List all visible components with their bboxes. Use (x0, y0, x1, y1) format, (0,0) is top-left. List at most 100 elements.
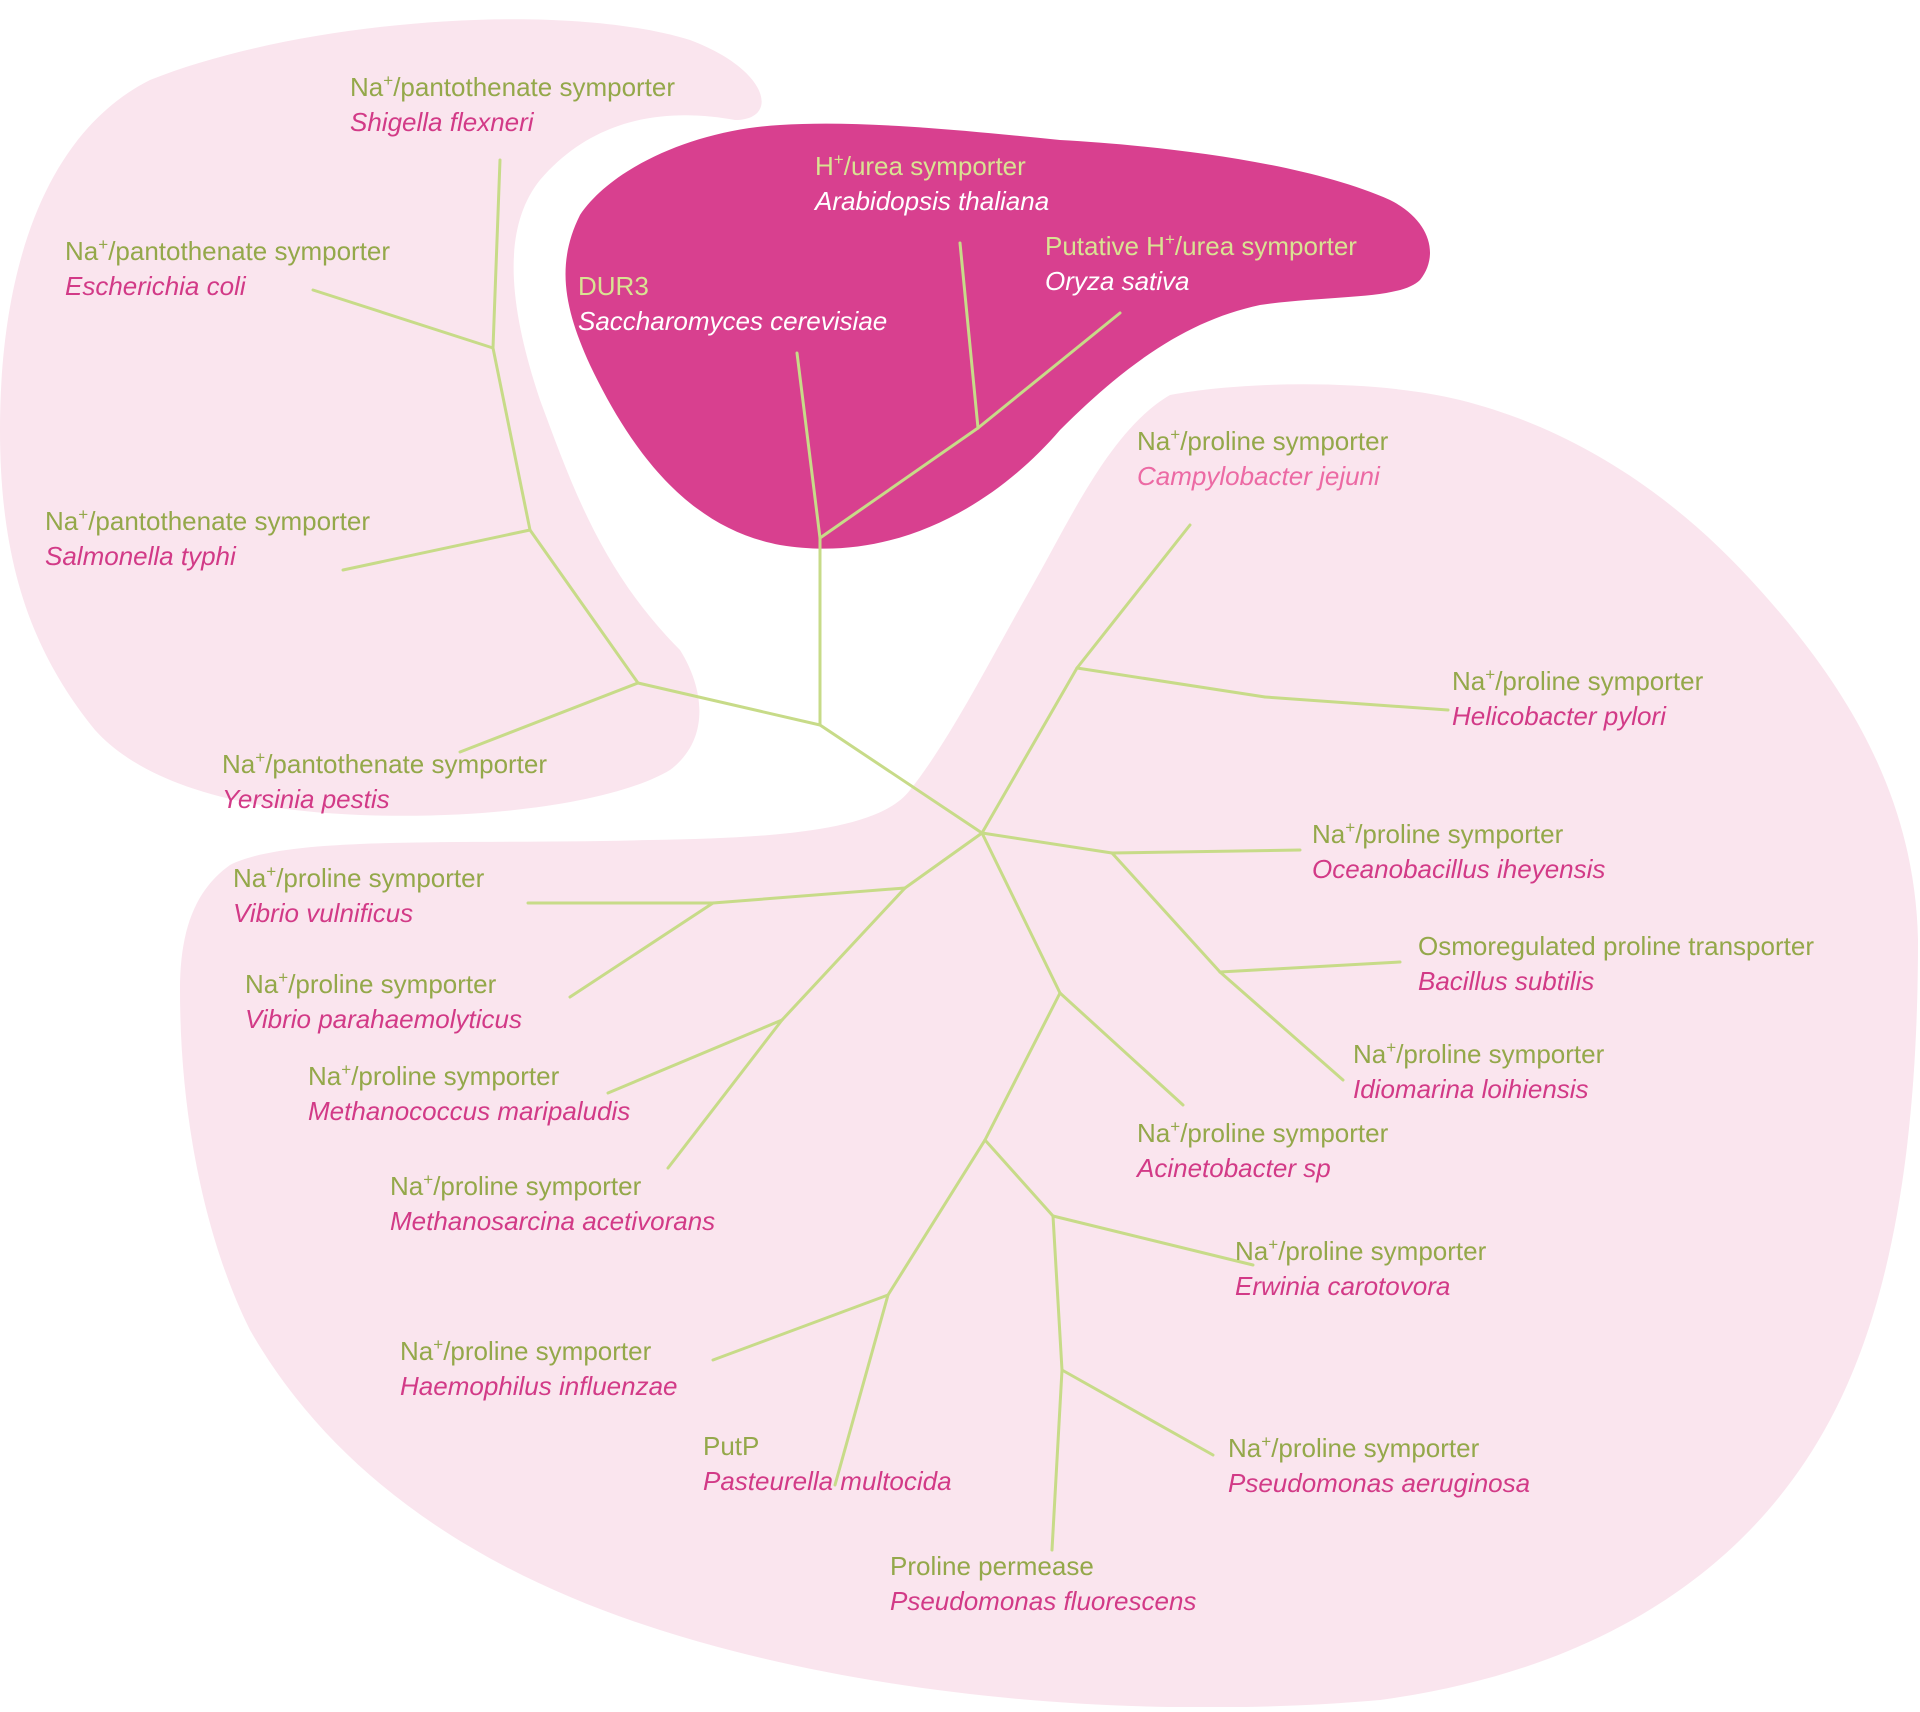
protein-name: Na (1235, 1236, 1269, 1266)
protein-function: /pantothenate symporter (108, 236, 390, 266)
protein-name: H (815, 151, 834, 181)
tree-branch (903, 831, 984, 890)
protein-label: Putative H+/urea symporter (1045, 230, 1357, 261)
ion-superscript: + (278, 968, 288, 987)
tree-branch (666, 1018, 784, 1170)
tree-branch (311, 288, 495, 350)
ion-superscript: + (266, 862, 276, 881)
species-label: Oceanobacillus iheyensis (1312, 854, 1605, 884)
tree-branch (1110, 851, 1222, 974)
tree-branch (636, 681, 822, 727)
tree-branch (795, 351, 822, 540)
protein-name: Na (1353, 1039, 1387, 1069)
protein-name: Na (400, 1336, 434, 1366)
species-label: Pseudomonas aeruginosa (1228, 1468, 1530, 1498)
tree-branch (1051, 1214, 1255, 1267)
protein-function: /urea symporter (1175, 231, 1357, 261)
protein-function: /proline symporter (351, 1061, 559, 1091)
ion-superscript: + (1485, 665, 1495, 684)
tree-branch (491, 158, 502, 350)
ion-superscript: + (1170, 425, 1180, 444)
tree-branch (886, 1138, 987, 1297)
protein-function: /urea symporter (844, 151, 1026, 181)
species-label: Methanococcus maripaludis (308, 1096, 630, 1126)
protein-name: Na (390, 1171, 424, 1201)
protein-label: Osmoregulated proline transporter (1418, 931, 1814, 961)
protein-label: Na+/proline symporter (308, 1060, 560, 1091)
protein-label: Na+/proline symporter (1228, 1432, 1480, 1463)
tree-branch (1075, 666, 1267, 699)
species-label: Vibrio vulnificus (233, 898, 413, 928)
species-label: Haemophilus influenzae (400, 1371, 678, 1401)
protein-label: Na+/proline symporter (1137, 1117, 1389, 1148)
protein-label: Proline permease (890, 1551, 1094, 1581)
ion-superscript: + (423, 1170, 433, 1189)
protein-function: /proline symporter (1396, 1039, 1604, 1069)
protein-label: DUR3 (578, 271, 649, 301)
protein-label: Na+/proline symporter (245, 968, 497, 999)
protein-name: Na (1137, 1118, 1171, 1148)
species-label: Shigella flexneri (350, 107, 535, 137)
tree-branch (1110, 848, 1302, 855)
protein-name: Na (245, 969, 279, 999)
protein-function: /proline symporter (1271, 1433, 1479, 1463)
tree-branch (1218, 960, 1402, 974)
species-label: Vibrio parahaemolyticus (245, 1004, 522, 1034)
protein-name: Na (65, 236, 99, 266)
tree-branch (818, 426, 980, 540)
species-label: Campylobacter jejuni (1137, 461, 1381, 491)
species-label: Erwinia carotovora (1235, 1271, 1450, 1301)
protein-function: /proline symporter (443, 1336, 651, 1366)
ion-superscript: + (433, 1335, 443, 1354)
protein-name: Na (1452, 666, 1486, 696)
tree-branch (983, 1138, 1055, 1218)
protein-function: /proline symporter (276, 863, 484, 893)
ion-superscript: + (255, 748, 265, 767)
ion-superscript: + (78, 505, 88, 524)
species-label: Oryza sativa (1045, 266, 1190, 296)
cluster-backgrounds (0, 19, 1918, 1708)
species-label: Yersinia pestis (222, 784, 390, 814)
species-label: Escherichia coli (65, 271, 247, 301)
protein-name: Na (45, 506, 79, 536)
tree-branch (1218, 970, 1345, 1082)
tree-branch (1263, 695, 1450, 712)
tree-branch (491, 346, 532, 532)
tree-branch (976, 311, 1122, 430)
ion-superscript: + (1165, 230, 1175, 249)
ion-superscript: + (1170, 1117, 1180, 1136)
species-label: Salmonella typhi (45, 541, 237, 571)
proline-cluster (180, 384, 1918, 1708)
protein-label: Na+/proline symporter (390, 1170, 642, 1201)
tree-branches (311, 158, 1450, 1552)
protein-label: Na+/pantothenate symporter (45, 505, 370, 536)
species-label: Acinetobacter sp (1135, 1153, 1331, 1183)
tree-branch (980, 666, 1079, 835)
protein-function: /proline symporter (1278, 1236, 1486, 1266)
ion-superscript: + (1386, 1038, 1396, 1057)
species-label: Pasteurella multocida (703, 1466, 952, 1496)
species-label: Helicobacter pylori (1452, 701, 1667, 731)
ion-superscript: + (834, 150, 844, 169)
protein-name: Na (233, 863, 267, 893)
tree-branch (341, 528, 532, 572)
ion-superscript: + (1345, 818, 1355, 837)
protein-function: /proline symporter (288, 969, 496, 999)
tree-branch (458, 681, 640, 754)
protein-name: Na (308, 1061, 342, 1091)
species-label: Bacillus subtilis (1418, 966, 1594, 996)
tree-branch (833, 1293, 890, 1487)
protein-label: H+/urea symporter (815, 150, 1026, 181)
